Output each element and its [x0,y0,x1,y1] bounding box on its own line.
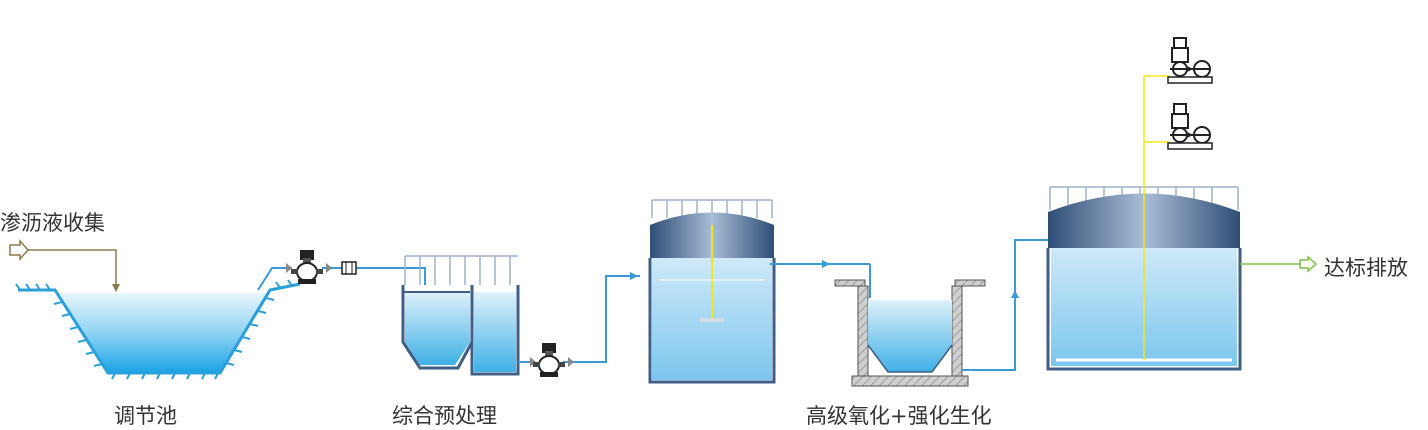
blower-icon [1167,37,1213,84]
lift-pump-icon [290,249,324,285]
blower-icon [1167,103,1213,150]
pretreatment-label: 综合预处理 [392,404,497,428]
outlet-label: 达标排放 [1324,256,1408,280]
pipe-pretreatment-to-reactor [518,272,640,367]
equalization-tank [15,279,301,380]
advanced-treatment-label: 高级氧化+强化生化 [806,404,992,428]
pretreatment-tank [401,255,520,376]
inlet-label: 渗沥液收集 [0,211,105,235]
concrete-clarifier [830,239,1050,387]
transfer-pump-icon [532,342,566,378]
pipe-pond-to-pretreatment [257,261,426,291]
oxidation-reactor [648,199,830,384]
bio-reactor [1046,75,1318,371]
inlet-arrow [9,239,120,292]
equalization-tank-label: 调节池 [114,404,177,428]
